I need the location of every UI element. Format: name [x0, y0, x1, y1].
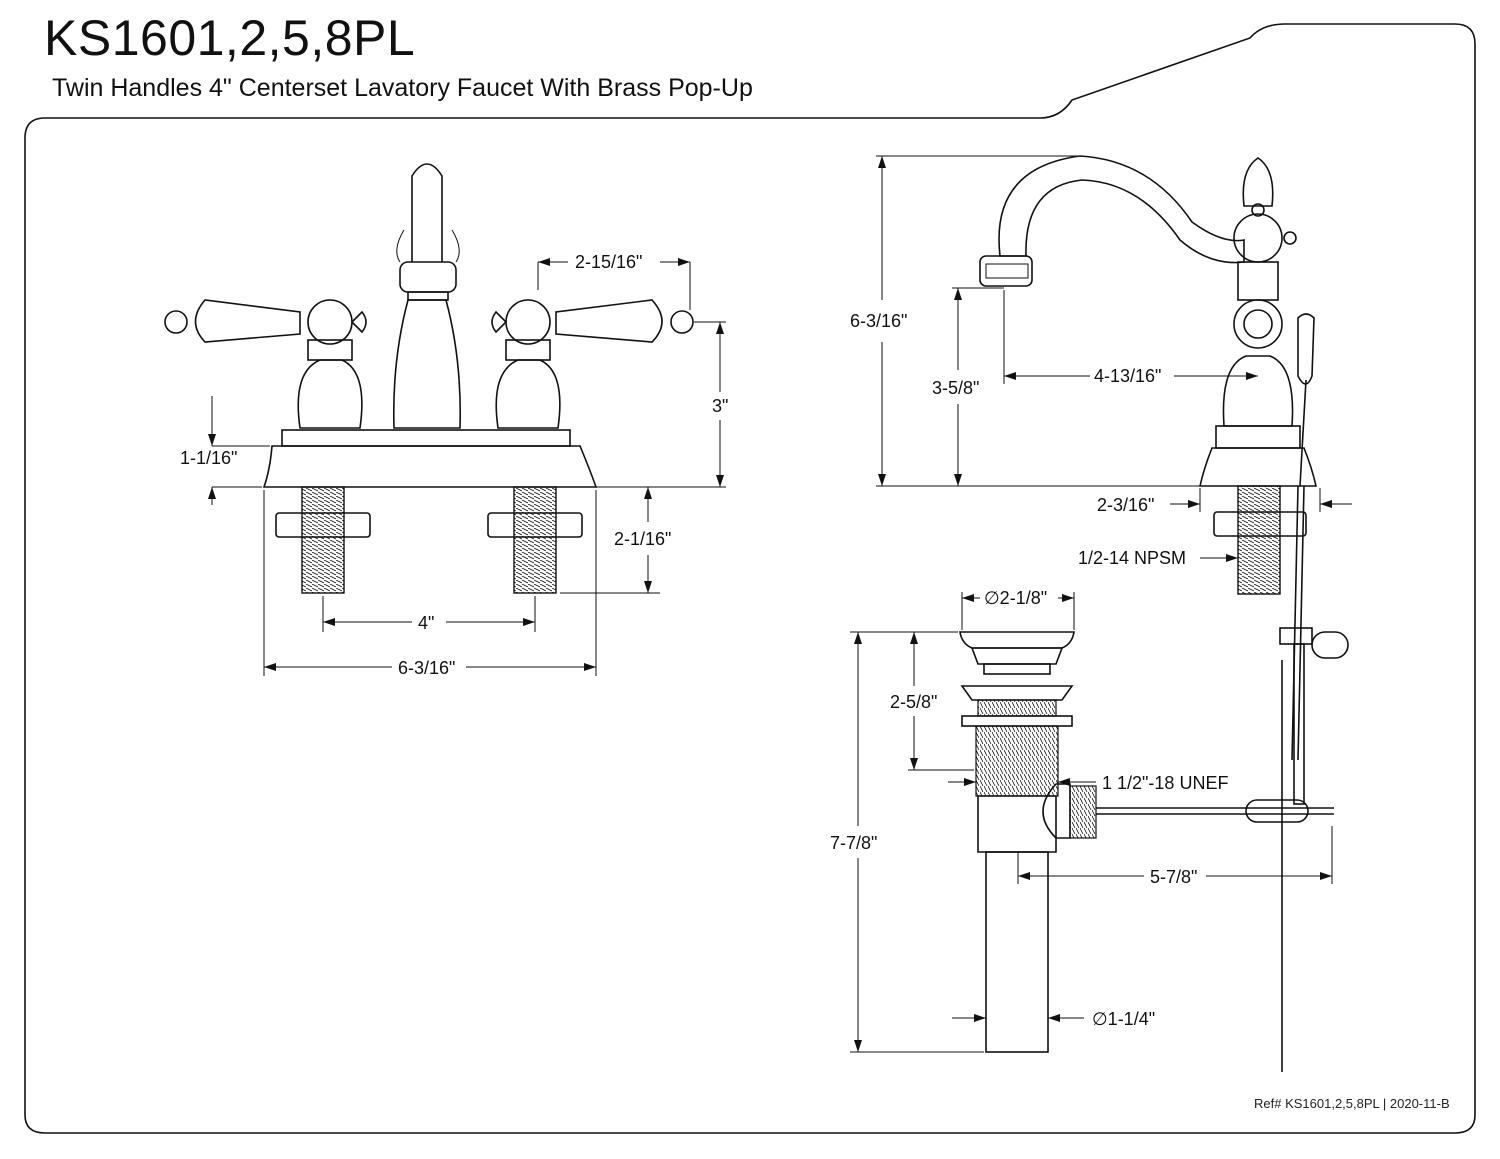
right-valve-body — [495, 359, 561, 429]
right-lever — [555, 299, 663, 343]
reference-note: Ref# KS1601,2,5,8PL | 2020-11-B — [1254, 1096, 1450, 1111]
deck-plate — [262, 445, 598, 488]
dim-spout-reach: 4-13/16" — [1094, 366, 1161, 386]
dim-handle-height: 3" — [712, 396, 728, 416]
drain-tailpiece — [985, 851, 1049, 1053]
dim-rod-length: 5-7/8" — [1150, 867, 1197, 887]
side-view: 6-3/16" 3-5/8" 4-13/16" 2-3/16" 1/2-14 N… — [850, 155, 1352, 761]
drain-flange — [959, 631, 1075, 649]
popup-drain-view: ∅2-1/8" 2-5/8" 7-7/8" 1 1/2"-18 UNEF 5-7… — [830, 588, 1349, 1072]
dim-drain-length: 7-7/8" — [830, 833, 877, 853]
right-shank — [513, 486, 557, 594]
dim-side-overall-height: 6-3/16" — [850, 311, 907, 331]
side-base — [1199, 447, 1317, 487]
dim-tailpiece-diameter: ∅1-1/4" — [1092, 1009, 1155, 1029]
dim-base-width: 2-3/16" — [1097, 495, 1154, 515]
left-lever — [194, 299, 301, 343]
drawing-header: KS1601,2,5,8PL Twin Handles 4" Centerset… — [0, 0, 1500, 120]
front-view: 2-15/16" 3" 1-1/16" 2-1/16" 4" — [164, 163, 728, 678]
dim-overall-width: 6-3/16" — [398, 658, 455, 678]
side-spout — [998, 155, 1245, 264]
dim-handle-spread: 2-15/16" — [575, 252, 642, 272]
dim-flange-height: 2-5/8" — [890, 692, 937, 712]
dim-center-spacing: 4" — [418, 613, 434, 633]
drawing-frame — [24, 23, 1476, 1134]
dim-flange-diameter: ∅2-1/8" — [984, 588, 1047, 608]
drain-body — [977, 795, 1057, 853]
model-number-title: KS1601,2,5,8PL — [44, 10, 416, 66]
left-valve-body — [297, 359, 363, 429]
dim-shank-length: 2-1/16" — [614, 529, 671, 549]
dim-base-height: 1-1/16" — [180, 448, 237, 468]
product-subtitle: Twin Handles 4" Centerset Lavatory Fauce… — [52, 74, 753, 102]
front-spout-body — [392, 299, 462, 429]
dim-spout-height: 3-5/8" — [932, 378, 979, 398]
dim-thread: 1 1/2"-18 UNEF — [1102, 773, 1228, 793]
dim-connection: 1/2-14 NPSM — [1078, 548, 1186, 568]
left-shank — [301, 486, 345, 594]
